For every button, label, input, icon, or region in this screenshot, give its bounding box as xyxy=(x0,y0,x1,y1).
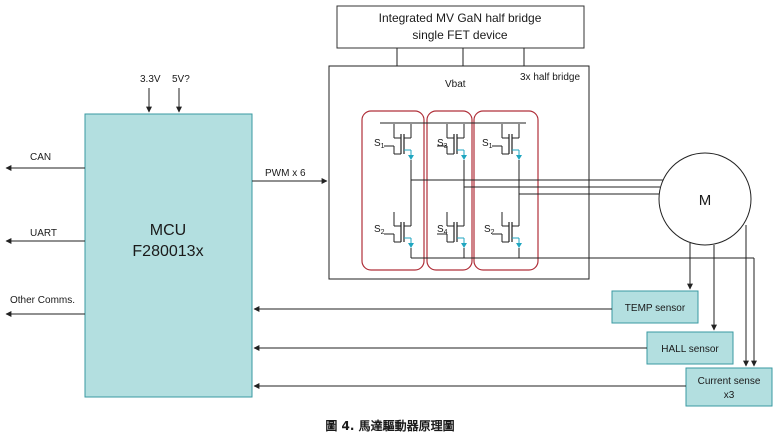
mcu-block xyxy=(84,113,253,398)
hall-sensor-label: HALL sensor xyxy=(661,344,719,355)
switch-label-bottom-1: S2 xyxy=(374,224,385,236)
uart-label: UART xyxy=(30,228,57,239)
motor-circle xyxy=(658,152,752,246)
half-bridge-label: 3x half bridge xyxy=(520,72,580,83)
supply-5v-label: 5V? xyxy=(172,74,190,85)
half-bridge-group-1 xyxy=(361,110,425,271)
temp-sensor-box xyxy=(611,290,699,324)
other-comms-label: Other Comms. xyxy=(10,295,75,306)
current-sense-label-2: x3 xyxy=(724,390,735,401)
pwm-label: PWM x 6 xyxy=(265,168,306,179)
switch-label-bottom-3: S2 xyxy=(484,224,495,236)
switch-label-top-3: S1 xyxy=(482,138,493,150)
supply-3v3-label: 3.3V xyxy=(140,74,161,85)
half-bridge-group-3 xyxy=(473,110,539,271)
figure-caption: 圖 4. 馬達驅動器原理圖 xyxy=(325,418,454,433)
half-bridge-group-2 xyxy=(426,110,473,271)
motor-label: M xyxy=(699,192,712,209)
current-sense-label-1: Current sense xyxy=(698,376,761,387)
switch-label-bottom-2: S4 xyxy=(437,224,448,236)
hall-sensor-box xyxy=(646,331,734,365)
temp-sensor-label: TEMP sensor xyxy=(625,303,686,314)
gan-device-title-box xyxy=(336,5,585,49)
gan-title-line1: Integrated MV GaN half bridge xyxy=(379,11,542,25)
switch-label-top-2: S3 xyxy=(437,138,448,150)
half-bridge-box xyxy=(328,65,590,280)
can-label: CAN xyxy=(30,152,51,163)
mcu-name: MCU xyxy=(150,222,186,239)
vbat-label: Vbat xyxy=(445,79,466,90)
gan-title-line2: single FET device xyxy=(412,28,507,42)
current-sense-box xyxy=(685,367,773,407)
switch-label-top-1: S1 xyxy=(374,138,385,150)
mcu-part: F280013x xyxy=(132,243,203,260)
